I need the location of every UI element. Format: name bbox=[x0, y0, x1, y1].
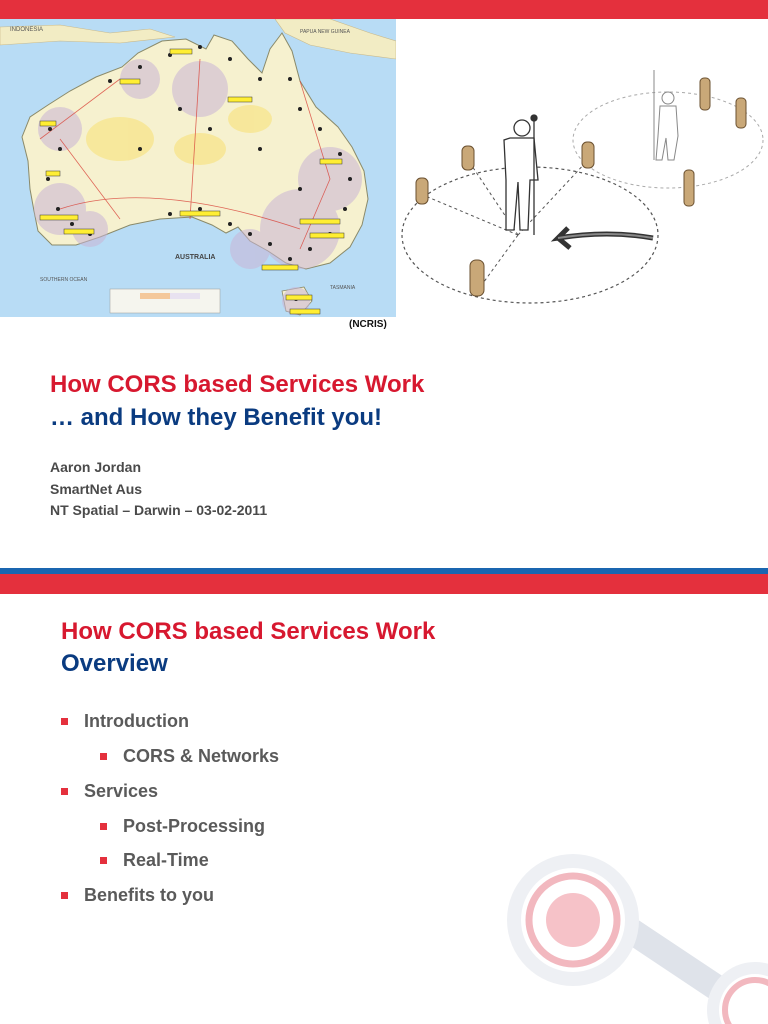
bullet-square-icon bbox=[100, 753, 107, 760]
map-label-png: PAPUA NEW GUINEA bbox=[300, 29, 351, 35]
image-credit: (NCRIS) bbox=[349, 319, 387, 330]
bullet-square-icon bbox=[61, 788, 68, 795]
slide-title: How CORS based Services Work bbox=[50, 371, 425, 398]
title-slide: INDONESIA PAPUA NEW GUINEA AUSTRALIA SOU… bbox=[0, 0, 768, 518]
map-label-tasmania: TASMANIA bbox=[330, 285, 356, 291]
slide-subtitle: … and How they Benefit you! bbox=[50, 404, 383, 431]
bullet-square-icon bbox=[100, 823, 107, 830]
author-organisation: SmartNet Aus bbox=[50, 481, 143, 497]
author-name: Aaron Jordan bbox=[50, 459, 142, 475]
surveyor-illustration bbox=[401, 70, 764, 304]
overview-slide: How CORS based Services Work Overview In… bbox=[0, 574, 768, 1024]
slide-divider bbox=[0, 568, 768, 574]
map-label-southern-ocean: SOUTHERN OCEAN bbox=[40, 277, 88, 283]
event-details: NT Spatial – Darwin – 03-02-2011 bbox=[50, 502, 268, 518]
bullet-square-icon bbox=[61, 892, 68, 899]
bullet-square-icon bbox=[61, 718, 68, 725]
map-label-indonesia: INDONESIA bbox=[10, 27, 43, 33]
bullet-square-icon bbox=[100, 857, 107, 864]
map-label-australia: AUSTRALIA bbox=[175, 254, 215, 261]
header-red-bar bbox=[0, 0, 768, 19]
slide-subtitle: Overview bbox=[61, 650, 168, 677]
slide-title: How CORS based Services Work bbox=[61, 618, 436, 645]
cors-network-map: INDONESIA PAPUA NEW GUINEA AUSTRALIA SOU… bbox=[0, 19, 396, 317]
header-red-bar bbox=[0, 574, 768, 594]
decorative-target-graphic bbox=[507, 854, 768, 1024]
